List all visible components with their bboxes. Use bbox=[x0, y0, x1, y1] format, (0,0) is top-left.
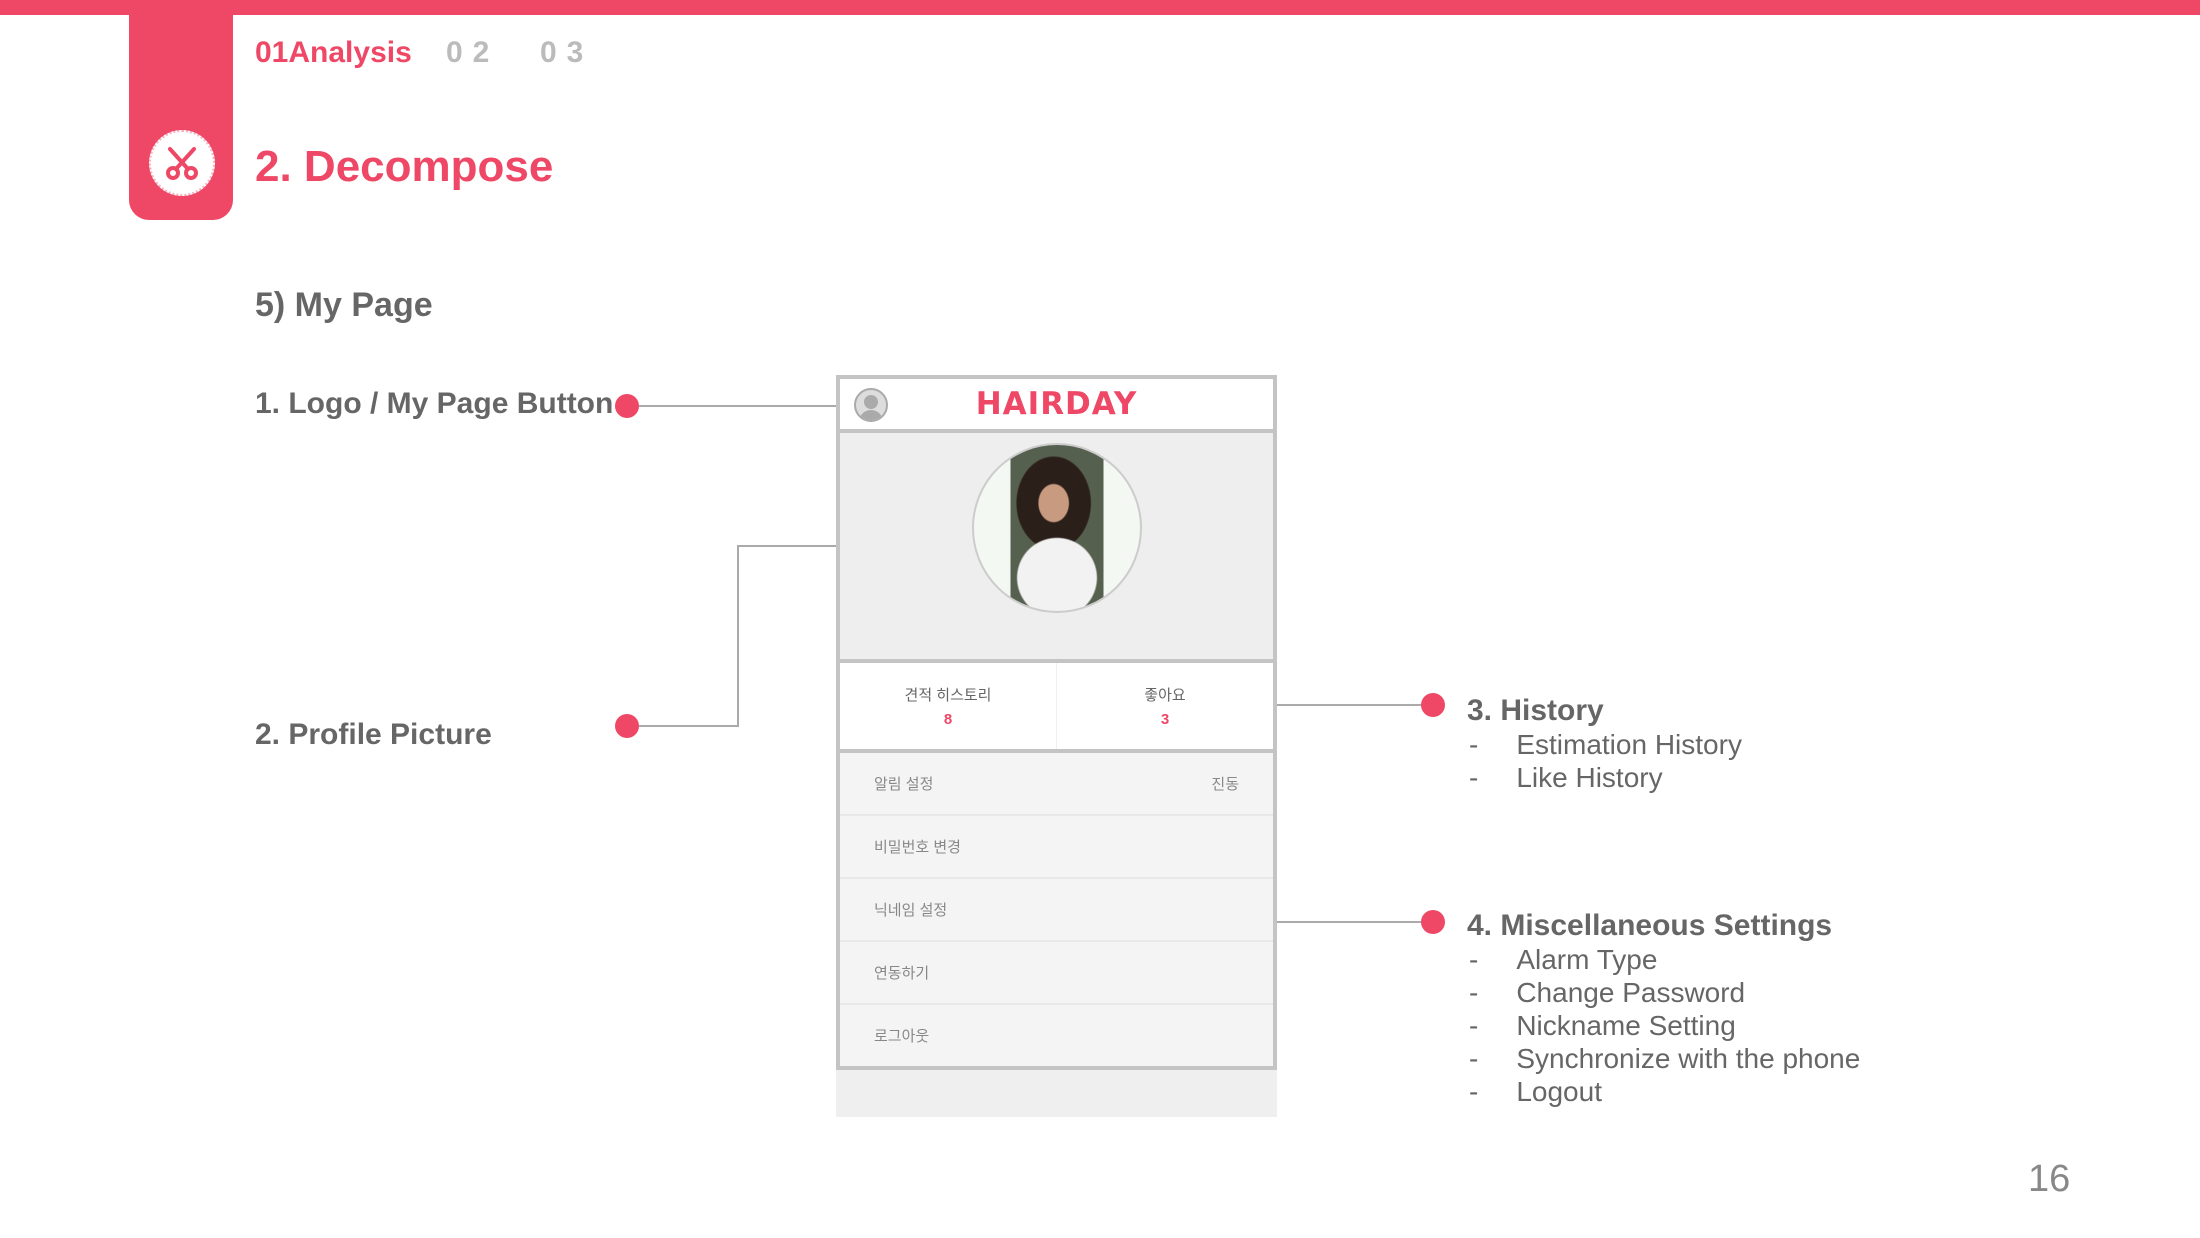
menu-label: 비밀번호 변경 bbox=[874, 839, 961, 856]
nav-03[interactable]: 03 bbox=[540, 36, 594, 69]
stat-label: 좋아요 bbox=[1144, 687, 1186, 704]
nav-02[interactable]: 02 bbox=[446, 36, 500, 69]
list-item: - Alarm Type bbox=[1467, 943, 1860, 976]
app-logo[interactable]: HAIRDAY bbox=[975, 386, 1138, 422]
profile-picture[interactable] bbox=[971, 443, 1142, 613]
callout-dot bbox=[615, 394, 639, 418]
app-header: HAIRDAY bbox=[840, 379, 1273, 429]
menu-label: 닉네임 설정 bbox=[874, 902, 948, 919]
item-text: Change Password bbox=[1516, 977, 1746, 1008]
menu-label: 로그아웃 bbox=[874, 1028, 930, 1045]
menu-item-alarm[interactable]: 알림 설정 진동 bbox=[840, 753, 1273, 816]
callout-line bbox=[1277, 704, 1432, 706]
my-page-icon[interactable] bbox=[854, 388, 888, 422]
label-profile: 2. Profile Picture bbox=[255, 718, 492, 751]
list-item: - Change Password bbox=[1467, 976, 1860, 1009]
bullet: - bbox=[1469, 977, 1479, 1008]
settings-menu: 알림 설정 진동 비밀번호 변경 닉네임 설정 연동하기 로그아웃 bbox=[840, 753, 1273, 1066]
bullet: - bbox=[1469, 1010, 1479, 1041]
profile-area bbox=[840, 433, 1273, 659]
menu-item-nickname[interactable]: 닉네임 설정 bbox=[840, 879, 1273, 942]
top-accent-bar bbox=[0, 0, 2200, 15]
list-item: - Estimation History bbox=[1467, 728, 1742, 761]
label-logo: 1. Logo / My Page Button bbox=[255, 387, 614, 420]
menu-item-logout[interactable]: 로그아웃 bbox=[840, 1005, 1273, 1066]
phone-bottom-area bbox=[836, 1070, 1277, 1117]
stat-value: 8 bbox=[943, 711, 953, 728]
item-text: Alarm Type bbox=[1516, 944, 1658, 975]
history-title: 3. History bbox=[1467, 694, 1604, 727]
stat-value: 3 bbox=[1160, 711, 1170, 728]
bullet: - bbox=[1469, 762, 1479, 793]
misc-annotation: 4. Miscellaneous Settings - Alarm Type - C… bbox=[1467, 909, 1860, 1108]
stat-label: 견적 히스토리 bbox=[904, 687, 992, 704]
callout-line bbox=[639, 725, 739, 727]
item-text: Nickname Setting bbox=[1516, 1010, 1736, 1041]
callout-line bbox=[639, 405, 836, 407]
menu-label: 알림 설정 bbox=[874, 776, 934, 793]
callout-line bbox=[737, 545, 739, 727]
scissors-icon bbox=[149, 130, 215, 196]
stat-estimation-history[interactable]: 견적 히스토리 8 bbox=[840, 663, 1057, 749]
page-number: 16 bbox=[2028, 1158, 2071, 1200]
callout-line bbox=[1277, 921, 1432, 923]
item-text: Like History bbox=[1516, 762, 1663, 793]
callout-line bbox=[737, 545, 836, 547]
section-subtitle: 5) My Page bbox=[255, 286, 433, 324]
item-text: Logout bbox=[1516, 1076, 1602, 1107]
menu-value: 진동 bbox=[1211, 776, 1239, 793]
menu-item-password[interactable]: 비밀번호 변경 bbox=[840, 816, 1273, 879]
menu-item-sync[interactable]: 연동하기 bbox=[840, 942, 1273, 1005]
item-text: Estimation History bbox=[1516, 729, 1742, 760]
misc-title: 4. Miscellaneous Settings bbox=[1467, 909, 1833, 942]
item-text: Synchronize with the phone bbox=[1516, 1043, 1861, 1074]
nav-analysis[interactable]: 01Analysis bbox=[255, 36, 412, 69]
list-item: - Like History bbox=[1467, 761, 1742, 794]
list-item: - Synchronize with the phone bbox=[1467, 1042, 1860, 1075]
stats-row: 견적 히스토리 8 좋아요 3 bbox=[840, 663, 1273, 749]
list-item: - Logout bbox=[1467, 1075, 1860, 1108]
phone-mockup: HAIRDAY 견적 히스토리 8 좋아요 3 알림 설정 진동 비밀번호 변경 닉네… bbox=[836, 375, 1277, 1070]
page-title: 2. Decompose bbox=[255, 142, 554, 191]
bullet: - bbox=[1469, 1043, 1479, 1074]
list-item: - Nickname Setting bbox=[1467, 1009, 1860, 1042]
stat-likes[interactable]: 좋아요 3 bbox=[1057, 663, 1273, 749]
bullet: - bbox=[1469, 944, 1479, 975]
bullet: - bbox=[1469, 729, 1479, 760]
callout-dot bbox=[1421, 693, 1445, 717]
callout-dot bbox=[1421, 910, 1445, 934]
bullet: - bbox=[1469, 1076, 1479, 1107]
callout-dot bbox=[615, 714, 639, 738]
menu-label: 연동하기 bbox=[874, 965, 930, 982]
history-annotation: 3. History - Estimation History - Like His… bbox=[1467, 694, 1742, 794]
